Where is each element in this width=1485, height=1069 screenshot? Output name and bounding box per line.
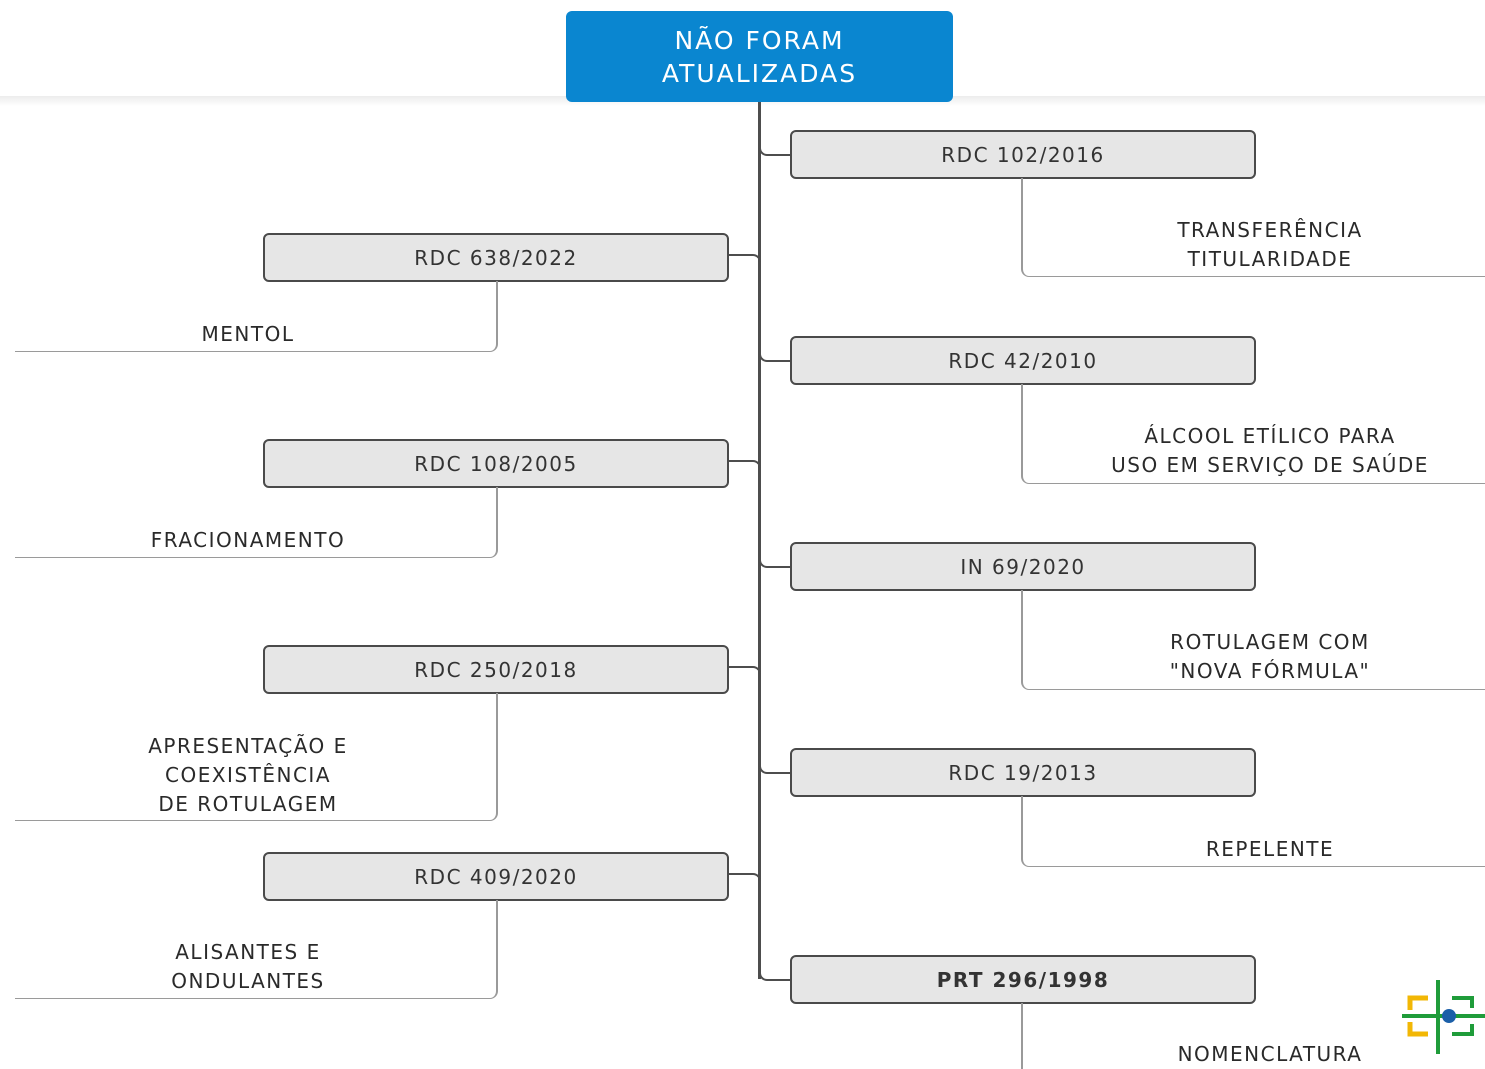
leaf-line: APRESENTAÇÃO E (148, 734, 348, 758)
leaf-bracket (15, 487, 498, 558)
leaf-line: TRANSFERÊNCIA (1177, 218, 1363, 242)
connector-right (759, 758, 793, 774)
node-rdc-250-2018: RDC 250/2018 (263, 645, 729, 694)
node-rdc-42-2010: RDC 42/2010 (790, 336, 1256, 385)
leaf-apresentacao-coexistencia: APRESENTAÇÃO E COEXISTÊNCIA DE ROTULAGEM (15, 732, 481, 819)
leaf-alisantes-ondulantes: ALISANTES E ONDULANTES (15, 938, 481, 996)
leaf-stem (1021, 1003, 1023, 1069)
connector-left (727, 460, 761, 476)
node-rdc-102-2016: RDC 102/2016 (790, 130, 1256, 179)
connector-right (759, 552, 793, 568)
connector-left (727, 666, 761, 682)
leaf-bracket (15, 900, 498, 999)
anvisa-logo-icon (1402, 980, 1485, 1054)
leaf-fracionamento: FRACIONAMENTO (15, 526, 481, 555)
leaf-rotulagem-nova-formula: ROTULAGEM COM "NOVA FÓRMULA" (1055, 628, 1485, 686)
node-rdc-108-2005: RDC 108/2005 (263, 439, 729, 488)
leaf-line: COEXISTÊNCIA (165, 763, 331, 787)
connector-right (759, 346, 793, 362)
leaf-bracket (1021, 384, 1485, 484)
leaf-line: MENTOL (201, 322, 295, 346)
leaf-transferencia-titularidade: TRANSFERÊNCIA TITULARIDADE (1055, 216, 1485, 274)
leaf-line: ALISANTES E (175, 940, 321, 964)
leaf-bracket (15, 693, 498, 821)
leaf-bracket (1021, 796, 1485, 867)
leaf-line: ÁLCOOL ETÍLICO PARA (1144, 424, 1396, 448)
node-prt-296-1998: PRT 296/1998 (790, 955, 1256, 1004)
node-rdc-638-2022: RDC 638/2022 (263, 233, 729, 282)
node-in-69-2020: IN 69/2020 (790, 542, 1256, 591)
leaf-line: REPELENTE (1205, 837, 1335, 861)
node-rdc-19-2013: RDC 19/2013 (790, 748, 1256, 797)
leaf-line: USO EM SERVIÇO DE SAÚDE (1111, 453, 1429, 477)
leaf-bracket (1021, 178, 1485, 277)
leaf-nomenclatura: NOMENCLATURA (1055, 1040, 1485, 1069)
connector-left (727, 873, 761, 889)
leaf-line: ROTULAGEM COM (1170, 630, 1370, 654)
leaf-alcool-etilico: ÁLCOOL ETÍLICO PARA USO EM SERVIÇO DE SA… (1055, 422, 1485, 480)
connector-right (759, 965, 793, 981)
connector-right (759, 140, 793, 156)
root-line-1: NÃO FORAM (674, 25, 845, 55)
root-line-2: ATUALIZADAS (661, 58, 858, 88)
leaf-line: ONDULANTES (171, 969, 325, 993)
leaf-bracket (1021, 590, 1485, 690)
leaf-repelente: REPELENTE (1055, 835, 1485, 864)
node-rdc-409-2020: RDC 409/2020 (263, 852, 729, 901)
connector-left (727, 254, 761, 270)
leaf-line: DE ROTULAGEM (158, 792, 338, 816)
spine-line (758, 102, 761, 979)
root-node: NÃO FORAM ATUALIZADAS (566, 11, 953, 102)
leaf-line: TITULARIDADE (1187, 247, 1353, 271)
leaf-line: FRACIONAMENTO (150, 528, 346, 552)
leaf-line: "NOVA FÓRMULA" (1169, 659, 1371, 683)
leaf-mentol: MENTOL (15, 320, 481, 349)
leaf-bracket (15, 281, 498, 352)
leaf-line: NOMENCLATURA (1177, 1042, 1363, 1066)
